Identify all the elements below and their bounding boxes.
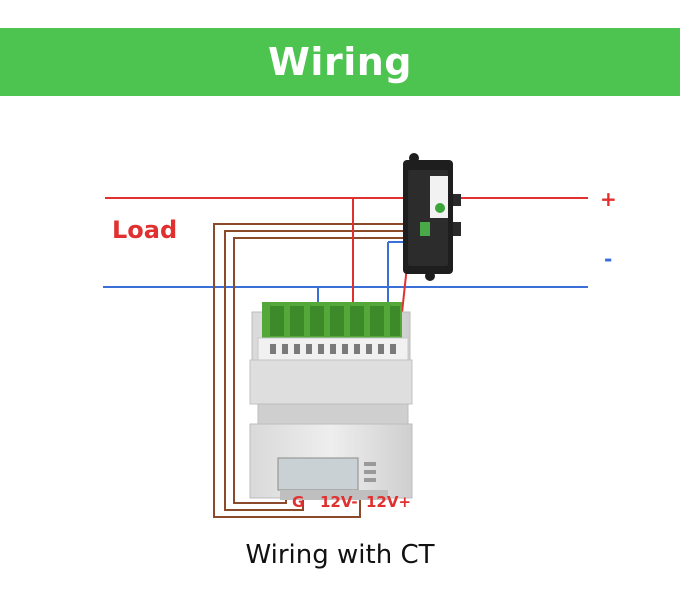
signal-wire-inner	[233, 237, 405, 504]
banner-title: Wiring	[268, 40, 412, 84]
signal-wires	[213, 223, 405, 518]
terminal-label-12v-minus: 12V-	[320, 493, 358, 511]
caption: Wiring with CT	[245, 540, 435, 570]
title-banner: Wiring	[0, 28, 680, 96]
terminal-label-12v-plus: 12V+	[366, 493, 411, 511]
terminal-label-ground: G	[292, 493, 304, 511]
load-label: Load	[112, 216, 177, 244]
minus-label: -	[604, 247, 612, 271]
plus-label: +	[600, 187, 617, 211]
signal-wire-outer	[213, 223, 405, 518]
signal-wire-middle	[224, 230, 405, 511]
energy-meter	[249, 302, 413, 500]
current-transformer	[403, 153, 461, 281]
